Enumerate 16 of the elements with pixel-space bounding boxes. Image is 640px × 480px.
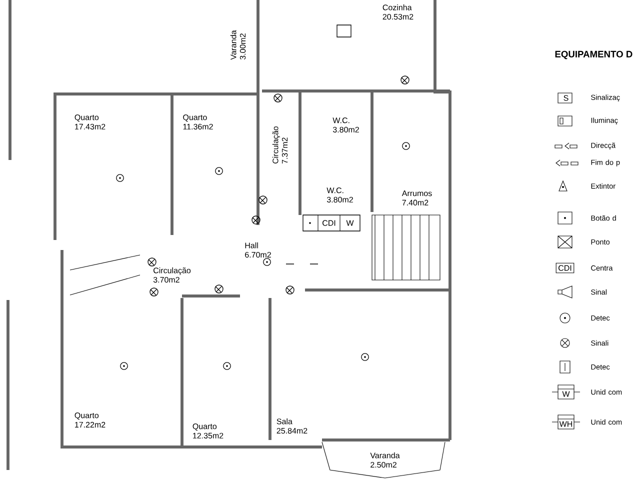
room: Arrumos 7.40m2 [402, 190, 432, 206]
room: Circulação 3.70m2 [153, 267, 191, 283]
room: Quarto 17.43m2 [74, 114, 106, 130]
room: Quarto 12.35m2 [192, 424, 224, 438]
room: W.C. 3.80m2 [332, 118, 359, 132]
room: Sala 25.84m2 [276, 418, 308, 434]
room: Varanda 3.00m2 [230, 30, 246, 60]
room: Quarto 17.22m2 [74, 412, 106, 428]
control-panel: CDI W [302, 214, 360, 232]
room: W.C. 3.80m2 [326, 188, 353, 202]
room: Hall 6.70m2 [245, 242, 271, 258]
room: Varanda 2.50m2 [370, 452, 400, 468]
room: Circulação 7.37m2 [272, 126, 288, 164]
diagram-title: EQUIPAMENTO D [555, 50, 632, 60]
room: Quarto 11.36m2 [183, 114, 213, 130]
room: Cozinha 20.53m2 [382, 4, 414, 20]
